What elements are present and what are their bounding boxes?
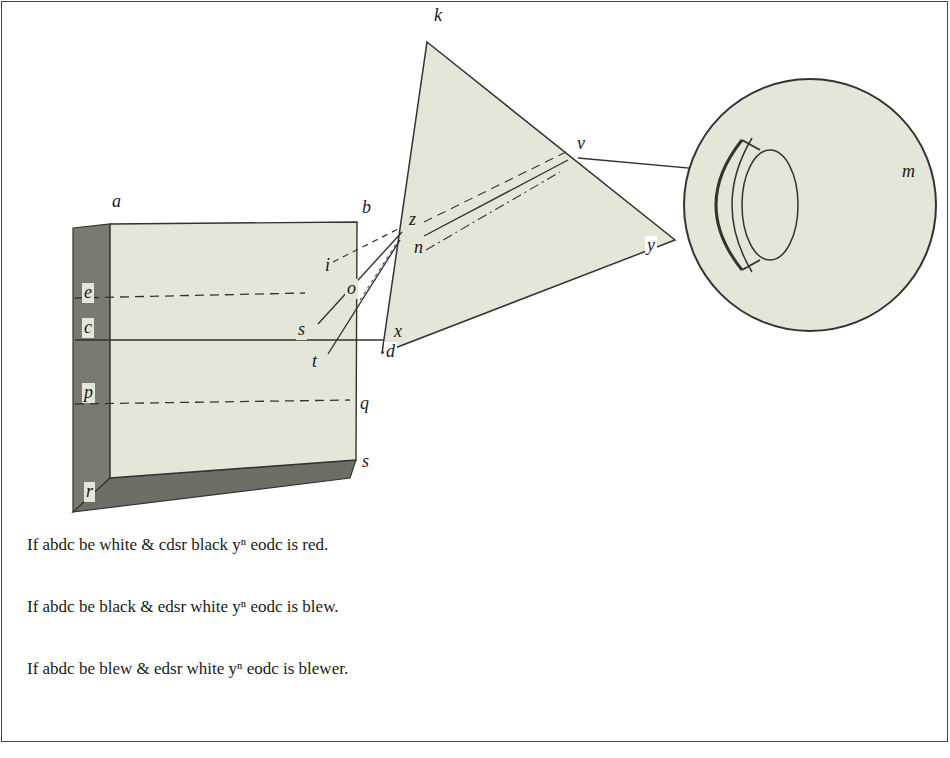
point-letter: z xyxy=(407,210,418,230)
iris xyxy=(742,140,760,150)
point-letter: n xyxy=(412,238,425,258)
point-letter: d xyxy=(384,342,397,362)
point-letter: e xyxy=(82,283,94,303)
note-text: If abdc be blew & edsr white yⁿ eodc is … xyxy=(27,660,348,679)
prism xyxy=(382,42,675,353)
point-letter: s xyxy=(360,452,371,472)
point-letter: k xyxy=(432,6,444,26)
point-letter: b xyxy=(360,198,373,218)
dashed-line xyxy=(75,293,305,298)
dashed-line xyxy=(424,152,566,222)
iris xyxy=(742,260,760,270)
point-letter: p xyxy=(82,383,95,403)
point-letter: a xyxy=(110,192,123,212)
box-side-face xyxy=(73,224,110,512)
point-letter: c xyxy=(82,318,94,338)
lens xyxy=(742,150,798,260)
point-letter: y xyxy=(645,236,657,256)
point-letter: v xyxy=(575,134,587,154)
point-letter: m xyxy=(900,162,917,182)
point-letter: t xyxy=(310,352,319,372)
dashed-line xyxy=(75,400,350,404)
eye-ball xyxy=(684,79,936,331)
point-letter: i xyxy=(323,256,332,276)
box-front-face xyxy=(110,222,357,478)
dash-dot-line xyxy=(426,172,560,250)
ray-line xyxy=(318,232,402,324)
ray-line xyxy=(75,339,398,340)
point-letter: s xyxy=(296,320,307,340)
ray-line xyxy=(328,240,400,354)
point-letter: r xyxy=(84,482,95,502)
point-letter: x xyxy=(392,322,404,342)
dotted-line xyxy=(360,244,396,300)
point-letter: o xyxy=(345,279,358,299)
frame xyxy=(2,2,948,742)
cornea xyxy=(716,140,742,270)
ray-line xyxy=(424,160,568,236)
note-text: If abdc be black & edsr white yⁿ eodc is… xyxy=(27,598,339,617)
point-letter: q xyxy=(358,394,371,414)
note-text: If abdc be white & cdsr black yⁿ eodc is… xyxy=(27,536,328,555)
